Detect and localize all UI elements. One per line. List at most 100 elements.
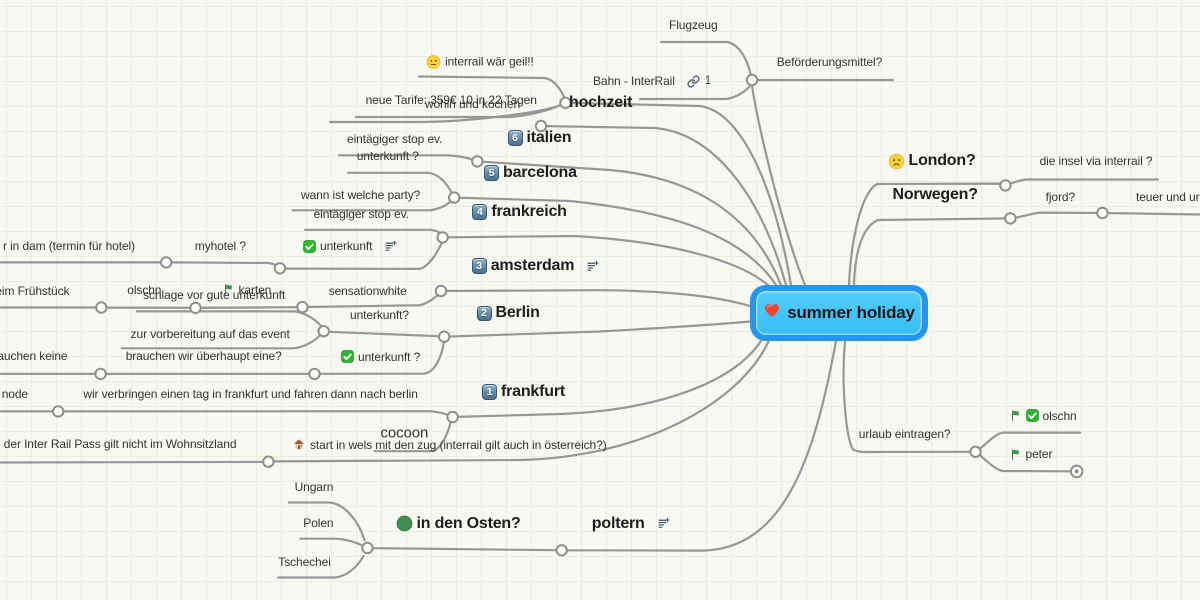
node-label: Flugzeug [669, 17, 718, 32]
collapsed-indicator-peter[interactable] [1069, 464, 1084, 479]
node-polen[interactable]: Polen [303, 516, 333, 530]
node-r-in-dam[interactable]: r in dam (termin für hotel) [3, 239, 135, 253]
junction-myhotel [160, 256, 173, 269]
node-schlage-vor[interactable]: schlage vor gute unterkunft [143, 288, 285, 302]
node-label: Norwegen? [892, 185, 979, 203]
node-label: unterkunft ? [356, 148, 419, 163]
priority-badge: 2 [476, 305, 492, 322]
node-label: poltern [591, 514, 645, 532]
priority-badge: 1 [482, 384, 497, 400]
branch-inter-rail-pass [0, 460, 265, 464]
node-fjord[interactable]: fjord? [1046, 190, 1076, 204]
branch-schlage-vor [135, 310, 323, 328]
node-olschn-berlin[interactable]: olschn [127, 283, 161, 297]
node-in-den-osten[interactable]: in den Osten? [396, 515, 521, 533]
branch-start-in-wels [272, 339, 771, 463]
node-eim-fruehstueck[interactable]: eim Frühstück [0, 283, 70, 298]
node-wir-verbringen[interactable]: wir verbringen einen tag in frankfurt un… [83, 387, 417, 401]
node-urlaub-eintragen[interactable]: urlaub eintragen? [859, 427, 951, 441]
notes-icon[interactable] [657, 517, 671, 530]
node-myhotel[interactable]: myhotel ? [195, 239, 246, 253]
node-label: London? [908, 152, 976, 170]
branch-unterkunft-amsterdam [284, 241, 443, 271]
node-peter[interactable]: peter [1010, 447, 1053, 461]
node-olschn-urlaub[interactable]: olschn [1010, 409, 1077, 423]
priority-badge: 5 [484, 165, 499, 181]
node-auchen-keine[interactable]: auchen keine [0, 349, 68, 363]
node-norwegen[interactable]: Norwegen? [892, 185, 979, 204]
node-start-in-wels[interactable]: start in wels mit den zug (interrail gil… [292, 438, 607, 452]
branch-karten [199, 306, 299, 309]
node-label: karten [238, 282, 272, 297]
node-eintaegiger-stop-frankreich[interactable]: eintägiger stop ev. [314, 207, 409, 221]
node-wohi-und-koch[interactable]: wohin und kochen [425, 97, 520, 111]
link-icon[interactable] [687, 75, 700, 88]
junction-amsterdam [436, 231, 449, 244]
node-die-insel[interactable]: die insel via interrail ? [1040, 154, 1153, 168]
node-zur-vorbereitung[interactable]: zur vorbereitung auf das event [131, 327, 290, 341]
node-label: brauchen wir überhaupt eine? [125, 349, 282, 364]
node-wann-welche-party[interactable]: wann ist welche party? [301, 188, 420, 202]
branch-cocoon [373, 421, 452, 453]
node-unterkunft-amsterdam[interactable]: unterkunft [303, 239, 398, 253]
branch-unterkunft-frage [318, 341, 445, 375]
node-eintaegiger-stop-barcelona[interactable]: eintägiger stop ev. [347, 132, 442, 146]
node-teuer-und[interactable]: teuer und ur [1136, 190, 1200, 204]
junction-unterkunft-amsterdam [273, 262, 287, 275]
root-node[interactable]: summer holiday [750, 284, 928, 341]
priority-badge: 6 [507, 130, 523, 146]
branch-hochzeit [564, 101, 793, 287]
node-label: zur vorbereitung auf das event [130, 326, 290, 341]
node-flugzeug[interactable]: Flugzeug [669, 18, 718, 32]
node-label: unterkunft [320, 239, 373, 254]
node-label: Tschechei [278, 555, 331, 569]
notes-icon[interactable] [384, 240, 398, 253]
branch-unterkunft-chain [443, 320, 752, 338]
node-hochzeit[interactable]: hochzeit [569, 94, 632, 112]
node-label: olschn [127, 283, 162, 298]
node-brauchen-wir[interactable]: brauchen wir überhaupt eine? [126, 349, 282, 363]
node-label: frankfurt [501, 382, 565, 400]
priority-badge: 4 [472, 204, 488, 220]
notes-icon[interactable] [586, 260, 600, 273]
node-label: Berlin [495, 304, 540, 322]
node-befoerderungsmittel[interactable]: Beförderungsmittel? [777, 55, 883, 69]
node-label: peter [1025, 447, 1053, 461]
node-tschechei[interactable]: Tschechei [278, 555, 331, 569]
node-unterkunft-barcelona[interactable]: unterkunft ? [357, 149, 419, 163]
node-london[interactable]: London? [888, 152, 976, 170]
junction-hochzeit [559, 96, 572, 110]
junction-italien [534, 119, 548, 133]
node-neue-tarife[interactable]: neue Tarife: 359€ 10 in 22 Tagen [366, 93, 537, 107]
branch-unterkunft-berlin [327, 330, 440, 338]
branch-befoerderungsmittel-root [750, 84, 807, 287]
node-label: eim Frühstück [0, 283, 70, 298]
node-unterkunft-berlin[interactable]: unterkunft? [350, 308, 409, 322]
node-interrail-waer-geil[interactable]: interrail wär geil!! [426, 54, 534, 69]
branch-frankreich [453, 196, 778, 287]
node-unterkunft-frage[interactable]: unterkunft ? [341, 350, 420, 364]
flag-icon [223, 283, 235, 296]
node-ungarn[interactable]: Ungarn [295, 480, 334, 494]
node-label: r in dam (termin für hotel) [2, 239, 135, 254]
node-sensationwhite[interactable]: sensationwhite [329, 284, 407, 298]
node-karten[interactable]: karten [223, 282, 272, 297]
checkbox-icon [341, 350, 354, 364]
branch-lines [0, 40, 1200, 579]
junction-unterkunft-frage [308, 367, 321, 381]
node-inter-rail-pass[interactable]: der Inter Rail Pass gilt nicht im Wohnsi… [4, 437, 237, 451]
node-node-cut[interactable]: node [2, 387, 28, 401]
branch-norwegen [852, 217, 1012, 287]
junction-handles[interactable] [52, 73, 1109, 557]
node-poltern[interactable]: poltern [592, 515, 671, 533]
node-cocoon[interactable]: cocoon [381, 425, 429, 442]
